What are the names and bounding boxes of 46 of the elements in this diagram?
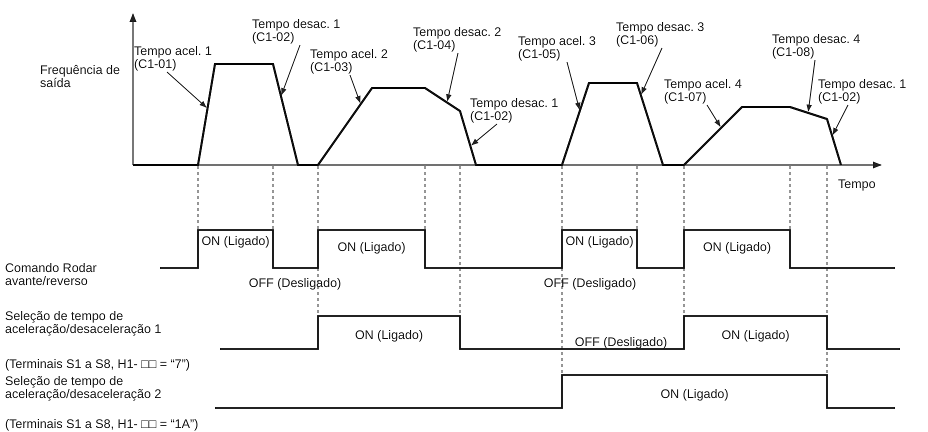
state-label: ON (Ligado) xyxy=(336,241,407,254)
callout-label: Tempo desac. 2 (C1-04) xyxy=(413,26,502,52)
callout-label: Tempo desac. 1 (C1-02) xyxy=(470,97,558,123)
waveform-ramp xyxy=(317,87,373,166)
leader-line xyxy=(641,48,662,94)
leader-line xyxy=(446,52,458,102)
state-label: OFF (Desligado) xyxy=(248,277,342,290)
leader-line xyxy=(166,72,207,108)
leader-line xyxy=(706,104,721,127)
leader-line xyxy=(350,74,360,103)
leader-line xyxy=(806,60,816,112)
state-label: ON (Ligado) xyxy=(200,235,271,248)
state-label: OFF (Desligado) xyxy=(542,277,638,290)
waveform-ramp xyxy=(683,106,743,166)
state-label: ON (Ligado) xyxy=(702,241,772,254)
leader-line xyxy=(471,124,498,146)
callout-label: Tempo acel. 4 (C1-07) xyxy=(664,78,742,104)
signal-name: Seleção de tempo de aceleração/desaceleração 1 xyxy=(5,310,162,336)
callout-label: Tempo desac. 3 (C1-06) xyxy=(616,21,704,47)
callout-label: Tempo desac. 1 (C1-02) xyxy=(252,18,340,44)
callout-label: Tempo acel. 3 (C1-05) xyxy=(518,35,596,61)
signal-name: Seleção de tempo de aceleração/desaceleração 2 xyxy=(5,375,162,401)
leader-line xyxy=(832,104,848,135)
waveform-ramp xyxy=(272,64,299,166)
axis-label: Frequência de saída xyxy=(40,64,121,90)
leader-line xyxy=(281,44,300,96)
state-label: ON (Ligado) xyxy=(720,329,791,342)
waveform-ramp xyxy=(561,82,590,166)
callout-label: Tempo acel. 1 (C1-01) xyxy=(134,45,212,71)
signal-name: Comando Rodar avante/reverso xyxy=(5,262,98,288)
state-label: ON (Ligado) xyxy=(564,235,635,248)
parameter-note: (Terminais S1 a S8, H1- □□ = “1A”) xyxy=(5,418,200,431)
callout-label: Tempo desac. 4 (C1-08) xyxy=(772,33,860,59)
waveform-ramp xyxy=(424,87,461,112)
state-label: ON (Ligado) xyxy=(354,329,424,342)
callout-label: Tempo acel. 2 (C1-03) xyxy=(310,48,388,74)
waveform-ramp xyxy=(790,106,828,120)
leader-line xyxy=(566,62,580,110)
waveform-ramp xyxy=(826,118,842,166)
waveform-ramp xyxy=(197,64,216,166)
callout-label: Tempo desac. 1 (C1-02) xyxy=(818,78,906,104)
parameter-note: (Terminais S1 a S8, H1- □□ = “7”) xyxy=(5,358,191,371)
state-label: ON (Ligado) xyxy=(659,388,730,401)
state-label: OFF (Desligado) xyxy=(574,336,668,349)
axis-label: Tempo xyxy=(838,178,877,191)
waveform-ramp xyxy=(636,82,664,166)
